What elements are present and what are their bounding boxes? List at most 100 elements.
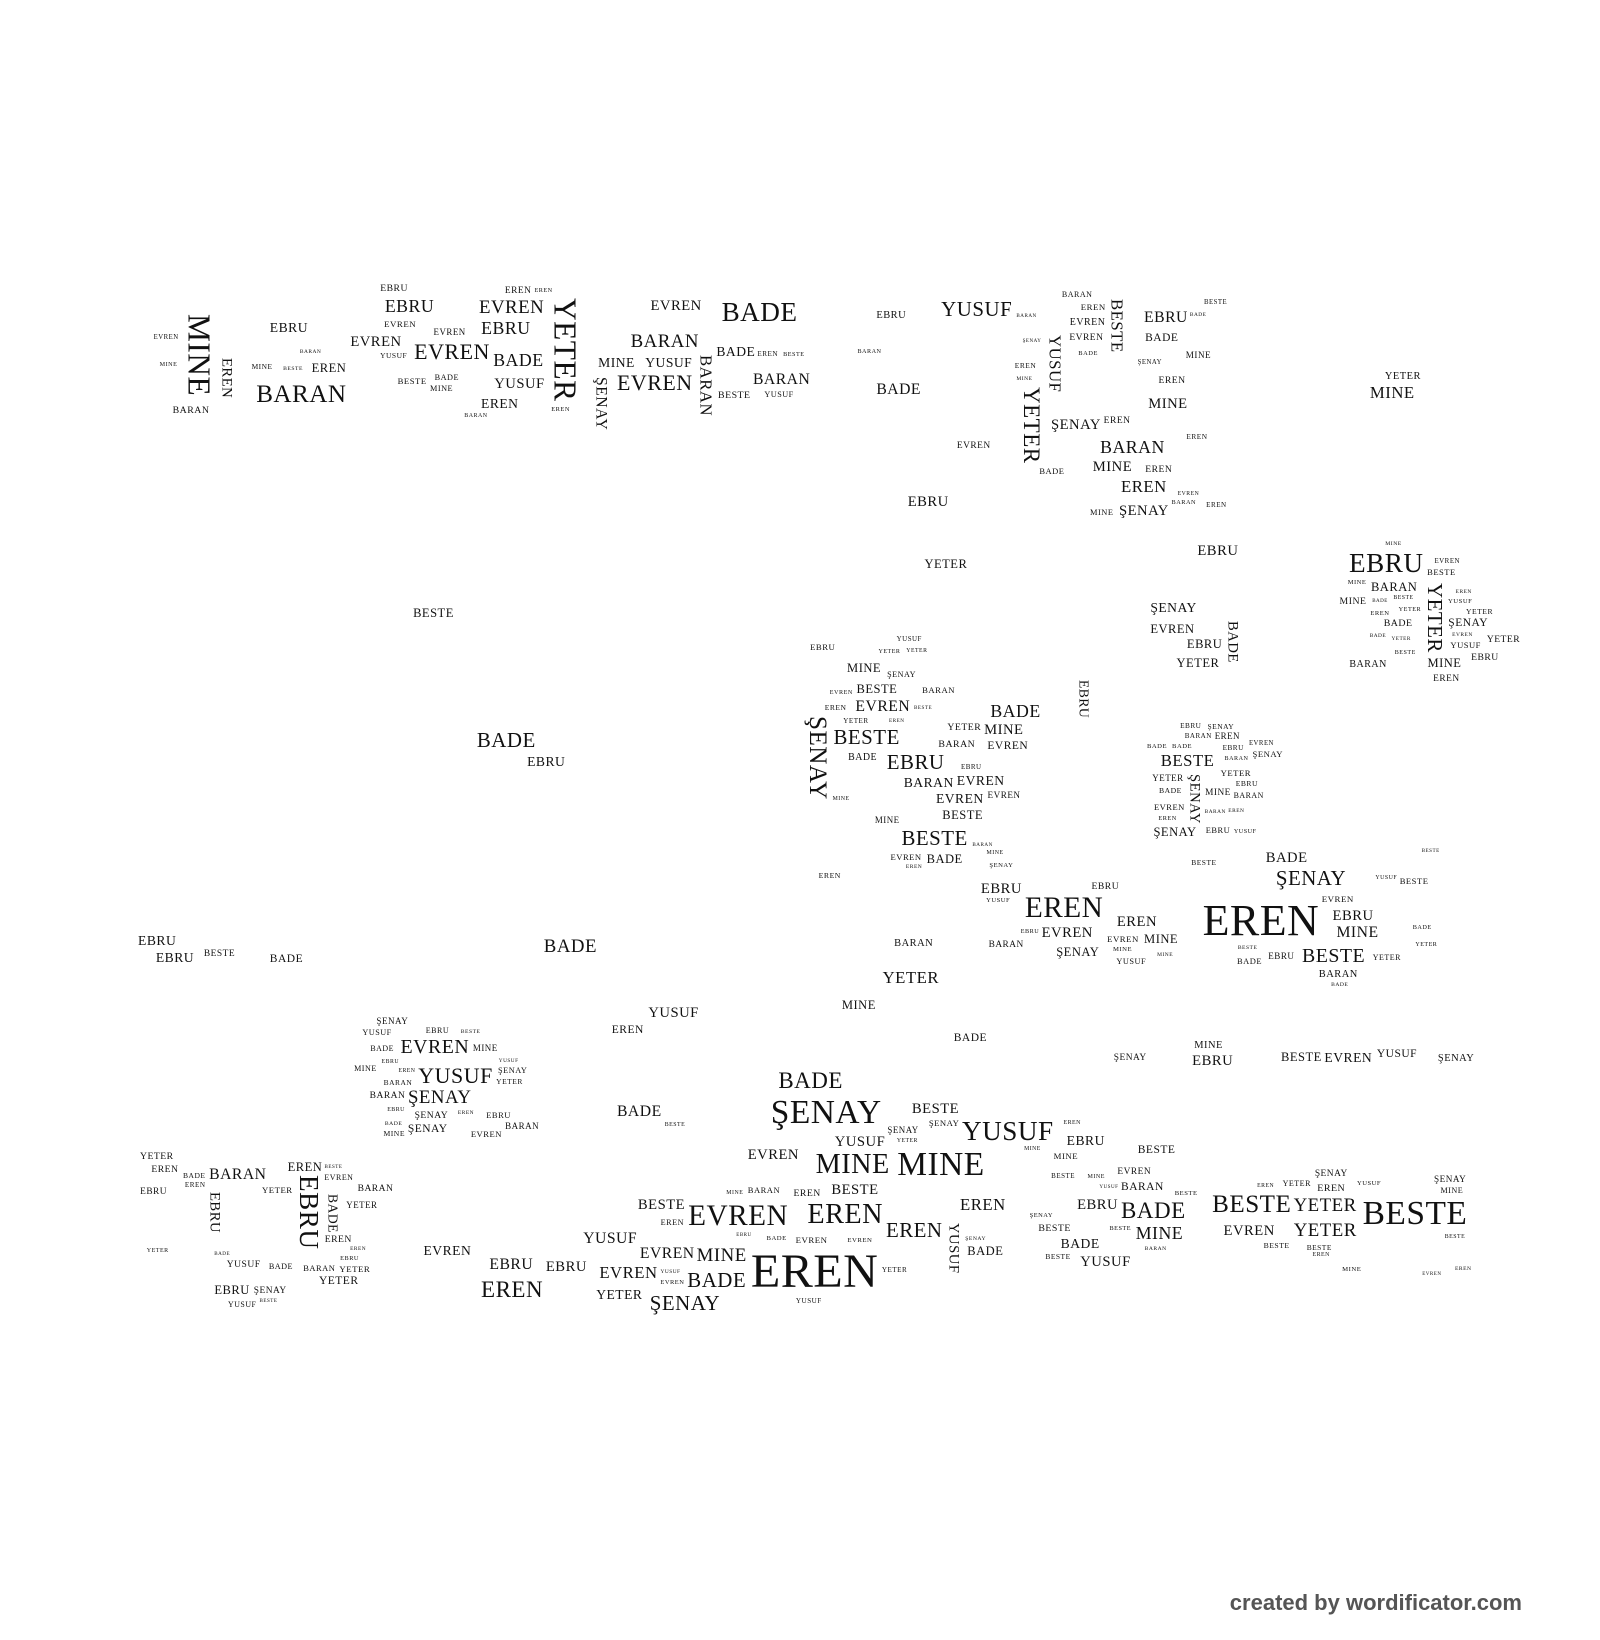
cloud-word: BESTE <box>1427 566 1456 577</box>
cloud-word: YETER <box>1465 607 1494 617</box>
cloud-word: EBRU <box>1268 951 1295 962</box>
cloud-word: MINE <box>1090 508 1114 518</box>
cloud-word: MINE <box>181 313 217 396</box>
cloud-word: ŞENAY <box>407 1086 472 1108</box>
cloud-word: MINE <box>1092 459 1133 476</box>
cloud-word: YETER <box>1282 1178 1311 1188</box>
cloud-word: EREN <box>287 1159 323 1174</box>
cloud-word: MINE <box>598 355 635 371</box>
cloud-word: EBRU <box>886 749 945 774</box>
cloud-word: EVREN <box>829 689 853 696</box>
cloud-word: MINE <box>1157 951 1174 958</box>
cloud-word: BADE <box>370 1044 394 1054</box>
cloud-word: BESTE <box>1444 1233 1466 1240</box>
cloud-word: BESTE <box>637 1197 686 1214</box>
cloud-word: EVREN <box>1153 801 1185 812</box>
cloud-word: MINE <box>472 1043 498 1054</box>
cloud-word: EREN <box>824 703 847 713</box>
cloud-word: BESTE <box>1281 1049 1322 1064</box>
cloud-word: MINE <box>986 849 1004 856</box>
cloud-word: EREN <box>885 1218 943 1243</box>
cloud-word: MINE <box>1205 788 1231 799</box>
cloud-word: MINE <box>1339 595 1367 607</box>
cloud-word: EBRU <box>1091 881 1120 893</box>
cloud-word: YETER <box>1293 1195 1357 1217</box>
cloud-word: BESTE <box>203 948 236 959</box>
cloud-word: EBRU <box>269 320 309 336</box>
cloud-word: EBRU <box>810 641 836 652</box>
cloud-word: MINE <box>1347 579 1367 587</box>
cloud-word: BADE <box>269 952 304 965</box>
cloud-word: EVREN <box>599 1262 658 1282</box>
cloud-word: BADE <box>1145 331 1179 344</box>
cloud-word: BESTE <box>1393 594 1414 601</box>
cloud-word: YUSUF <box>1099 1183 1119 1190</box>
cloud-word: EBRU <box>481 318 531 339</box>
cloud-word: BARAN <box>972 842 993 849</box>
cloud-word: BADE <box>1331 982 1349 989</box>
cloud-word: YETER <box>146 1248 169 1255</box>
cloud-word: EBRU <box>206 1192 223 1234</box>
cloud-word: YUSUF <box>660 1269 681 1276</box>
cloud-word: EREN <box>1186 432 1208 442</box>
cloud-word: EBRU <box>486 1110 511 1121</box>
cloud-word: BARAN <box>1318 969 1358 981</box>
cloud-word: ŞENAY <box>1137 358 1163 366</box>
cloud-word: BESTE <box>413 605 454 620</box>
cloud-word: BARAN <box>303 1262 336 1273</box>
cloud-word: EVREN <box>384 318 417 329</box>
cloud-word: YETER <box>1372 953 1401 963</box>
cloud-word: ŞENAY <box>804 716 832 801</box>
cloud-word: ŞENAY <box>1153 825 1197 840</box>
cloud-word: EBRU <box>1066 1132 1105 1148</box>
cloud-word: BADE <box>716 344 756 360</box>
cloud-word: EVREN <box>423 1243 472 1259</box>
cloud-word: EBRU <box>1332 907 1374 924</box>
cloud-word: MINE <box>1185 349 1212 360</box>
cloud-word: BESTE <box>1263 1240 1290 1250</box>
cloud-word: EVREN <box>987 740 1029 753</box>
cloud-word: EBRU <box>294 1175 325 1250</box>
cloud-word: BADE <box>1172 742 1193 750</box>
cloud-word: BESTE <box>831 1182 879 1199</box>
cloud-word: BADE <box>1189 312 1207 319</box>
cloud-word: MINE <box>1087 1174 1105 1180</box>
cloud-word: BADE <box>543 936 597 958</box>
cloud-word: ŞENAY <box>1029 1211 1054 1219</box>
cloud-word: BADE <box>876 380 921 398</box>
cloud-word: BADE <box>1369 633 1387 640</box>
cloud-word: EREN <box>660 1218 685 1228</box>
cloud-word: YETER <box>1486 634 1521 646</box>
cloud-word: BADE <box>616 1103 662 1121</box>
cloud-word: EREN <box>481 1276 544 1302</box>
cloud-word: EREN <box>1202 896 1320 946</box>
cloud-word: EREN <box>1206 500 1227 509</box>
cloud-word: EVREN <box>1069 317 1106 329</box>
cloud-word: ŞENAY <box>887 1125 919 1136</box>
cloud-word: EVREN <box>1321 894 1354 905</box>
cloud-word: BESTE <box>460 1029 481 1036</box>
cloud-word: BESTE <box>1160 750 1215 770</box>
cloud-word: EREN <box>1063 1119 1081 1126</box>
cloud-word: BADE <box>766 1235 787 1243</box>
cloud-word: EVREN <box>1117 1167 1152 1178</box>
cloud-word: YUSUF <box>945 1223 962 1274</box>
cloud-word: BESTE <box>259 1297 278 1304</box>
cloud-word: EBRU <box>907 493 949 510</box>
cloud-word: EVREN <box>350 333 402 350</box>
cloud-word: EREN <box>1317 1182 1346 1194</box>
cloud-word: MINE <box>832 796 850 803</box>
cloud-word: EBRU <box>138 932 177 948</box>
cloud-word: BESTE <box>911 1101 960 1118</box>
cloud-word: EVREN <box>855 697 911 715</box>
cloud-word: BESTE <box>283 366 303 373</box>
cloud-word: YUSUF <box>834 1133 886 1150</box>
cloud-word: BESTE <box>718 390 751 402</box>
cloud-word: EVREN <box>1223 1222 1275 1239</box>
cloud-word: MINE <box>1144 931 1179 946</box>
cloud-word: BESTE <box>1306 1242 1332 1252</box>
cloud-word: EVREN <box>1422 1272 1442 1278</box>
cloud-word: MINE <box>984 722 1024 739</box>
cloud-word: BADE <box>1060 1235 1100 1251</box>
cloud-word: EREN <box>1116 914 1158 931</box>
